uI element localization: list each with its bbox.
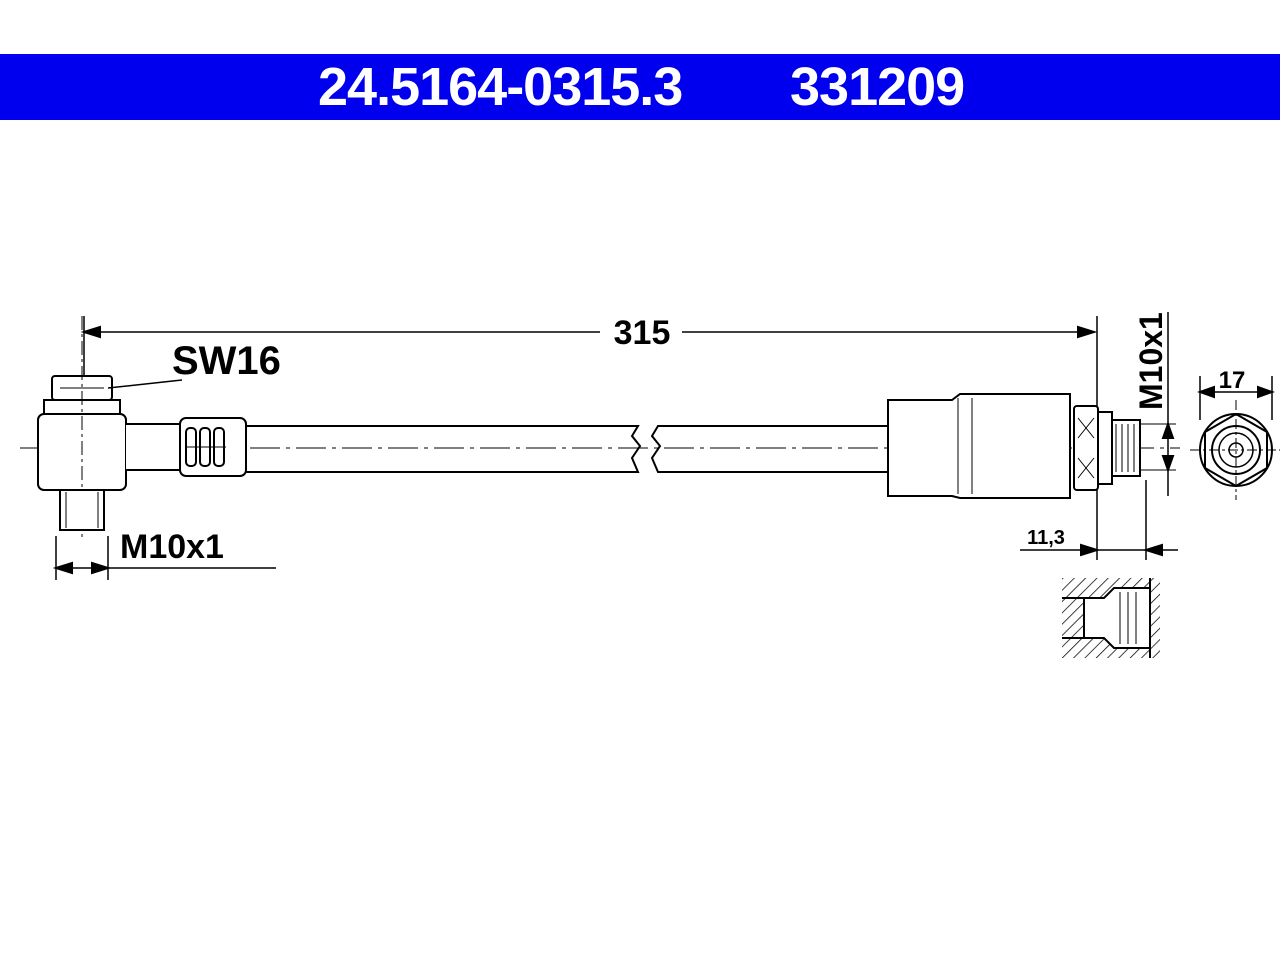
hex-size-label: 17	[1219, 367, 1246, 394]
left-crimp-collar	[126, 423, 181, 471]
thread-length-label: 11,3	[1027, 527, 1065, 549]
hose-right-segment	[650, 425, 888, 473]
header-bar: 24.5164-0315.3 331209	[0, 54, 1280, 120]
overall-length-label: 315	[614, 314, 671, 352]
port-section-cavity	[1083, 587, 1151, 649]
right-thread	[1111, 419, 1141, 477]
right-collar	[1097, 411, 1113, 485]
reference-number: 331209	[790, 57, 965, 117]
right-hex-nut	[1073, 405, 1099, 491]
part-number: 24.5164-0315.3	[318, 57, 683, 117]
right-thread-label: M10x1	[1133, 312, 1169, 410]
left-bolt-thread	[59, 489, 105, 531]
hose-left-segment	[246, 425, 642, 473]
right-crimp-sleeve	[887, 393, 1071, 499]
wrench-size-leader	[107, 379, 183, 389]
wrench-size-label: SW16	[172, 339, 281, 383]
left-thread-label: M10x1	[120, 528, 224, 566]
